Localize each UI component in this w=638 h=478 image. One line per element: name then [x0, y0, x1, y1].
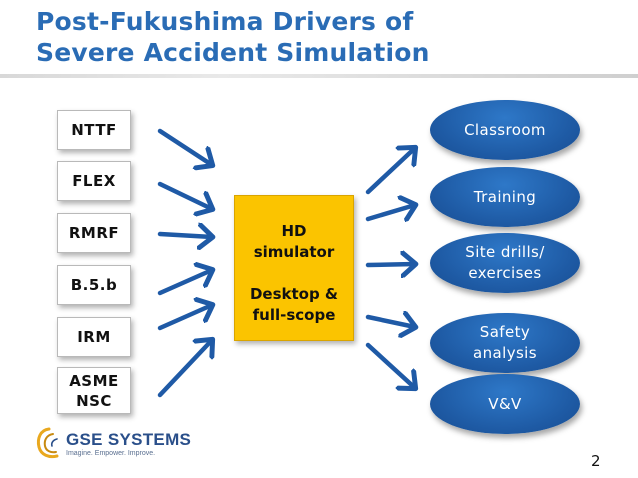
logo-tagline: Imagine. Empower. Improve.: [66, 450, 156, 457]
output-arrow-training: [365, 205, 415, 219]
title-line-2: Severe Accident Simulation: [36, 38, 430, 67]
page-number: 2: [591, 452, 601, 470]
input-arrow-2: [157, 181, 212, 209]
driver-box-nttf: NTTF: [57, 110, 131, 150]
input-arrow-3: [157, 234, 212, 237]
input-arrow-1: [157, 128, 212, 165]
driver-box-flex: FLEX: [57, 161, 131, 201]
driver-box-rmrf: RMRF: [57, 213, 131, 253]
slide-title: Post-Fukushima Drivers of Severe Acciden…: [36, 6, 596, 68]
gse-logo-icon: [36, 427, 59, 459]
output-ellipse-safety-analysis: Safety analysis: [430, 313, 580, 373]
center-line-2: simulator: [253, 243, 335, 261]
center-line-3: Desktop &: [249, 285, 339, 303]
logo-wordmark: GSE SYSTEMS: [66, 430, 192, 449]
driver-box-b5b: B.5.b: [57, 265, 131, 305]
driver-box-irm: IRM: [57, 317, 131, 357]
input-arrow-6: [157, 340, 212, 398]
input-arrow-4: [157, 270, 212, 296]
output-ellipse-classroom: Classroom: [430, 100, 580, 160]
title-divider: [0, 74, 638, 78]
output-arrow-safety: [365, 317, 415, 327]
output-ellipse-site-drills: Site drills/ exercises: [430, 233, 580, 293]
hd-simulator-box: HD simulator Desktop & full-scope: [234, 195, 354, 341]
output-arrow-vv: [365, 342, 415, 388]
output-arrow-site-drills: [365, 264, 415, 265]
output-arrow-classroom: [365, 148, 415, 195]
output-ellipse-training: Training: [430, 167, 580, 227]
title-line-1: Post-Fukushima Drivers of: [36, 7, 414, 36]
center-line-4: full-scope: [252, 306, 336, 324]
input-arrow-5: [157, 305, 212, 331]
output-ellipse-vv: V&V: [430, 374, 580, 434]
center-line-1: HD: [281, 222, 307, 240]
driver-box-asme-nsc: ASME NSC: [57, 367, 131, 414]
